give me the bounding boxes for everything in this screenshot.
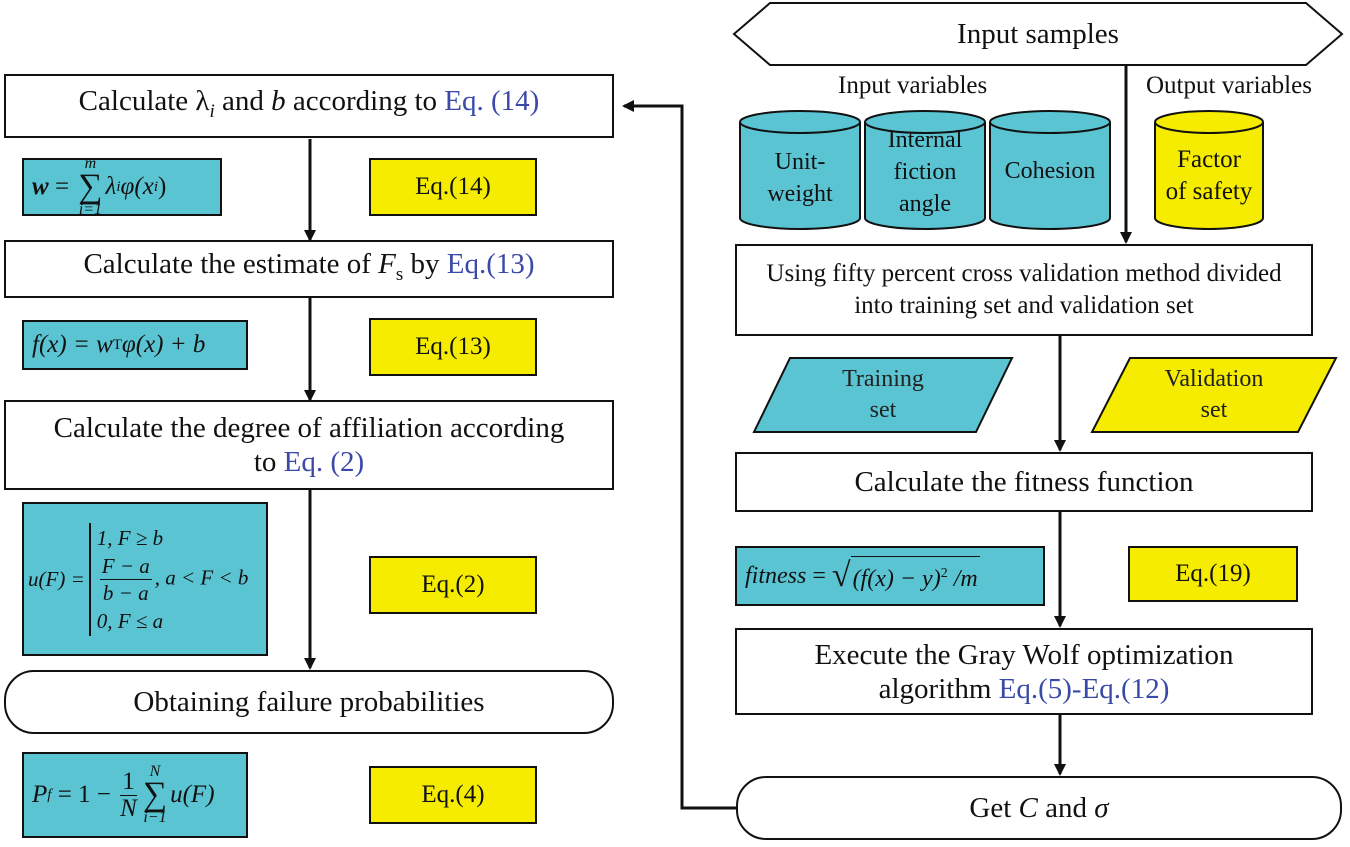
step-degree-of-affiliation: Calculate the degree of affiliation acco… (4, 400, 614, 490)
step-fitness-function: Calculate the fitness function (735, 452, 1313, 512)
cylinder-cohesion (989, 110, 1111, 230)
training-set-shape (752, 357, 1014, 433)
cylinder-unit-weight (739, 110, 861, 230)
cylinder-label-internal-friction: Internal fiction angle (887, 127, 963, 217)
eq13-box: Eq.(13) (369, 318, 537, 376)
eq14-box: Eq.(14) (369, 158, 537, 216)
cylinder-label-factor-of-safety: Factor of safety (1165, 146, 1253, 205)
eq14-link[interactable]: Eq. (14) (444, 84, 540, 117)
output-variables-label: Output variables (1146, 72, 1312, 99)
step-gray-wolf-optimization: Execute the Gray Wolf optimization algor… (735, 628, 1313, 715)
validation-set-label: Validation set (1164, 366, 1264, 423)
input-samples: Input samples (957, 18, 1119, 50)
step-split-data: Using fifty percent cross validation met… (735, 244, 1313, 336)
cylinder-internal-friction-angle (864, 110, 986, 230)
training-set-label: Training set (842, 366, 924, 423)
eq13-link[interactable]: Eq.(13) (446, 247, 535, 280)
step-calculate-lambda: Calculate λi and b according to Eq. (14) (4, 74, 614, 138)
cylinder-label-unit-weight: Unit- weight (767, 149, 833, 207)
cylinder-factor-of-safety (1154, 110, 1264, 230)
step-calculate-estimate: Calculate the estimate of Fs by Eq.(13) (4, 240, 614, 298)
step-obtaining-failure-probabilities: Obtaining failure probabilities (4, 670, 614, 734)
input-samples-shape (732, 1, 1344, 66)
cylinder-label-cohesion: Cohesion (1004, 158, 1096, 184)
eq4-box: Eq.(4) (369, 766, 537, 824)
eq2-box: Eq.(2) (369, 556, 537, 614)
formula-fitness: fitness = √(f(x) − y)2 /m (735, 546, 1045, 606)
eq2-link[interactable]: Eq. (2) (283, 446, 365, 478)
input-variables-label: Input variables (838, 72, 988, 99)
arrow-feedback-loop (622, 100, 736, 810)
eq19-box: Eq.(19) (1128, 546, 1298, 602)
eq5-12-link[interactable]: Eq.(5)-Eq.(12) (998, 672, 1170, 705)
validation-set-shape (1090, 357, 1338, 433)
step-get-c-and-sigma: Get C and σ (736, 776, 1342, 840)
